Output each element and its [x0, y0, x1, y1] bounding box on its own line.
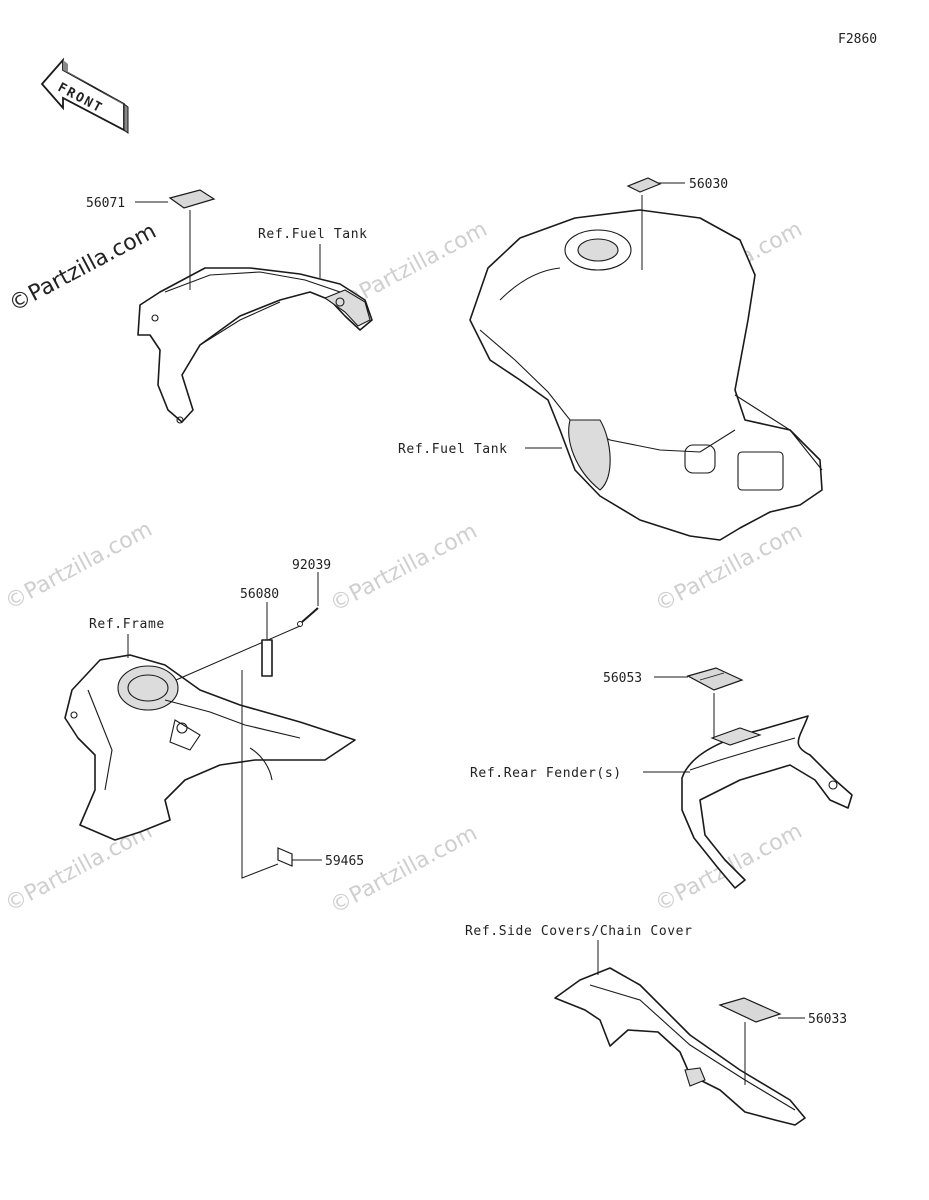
- sticker-56053: [686, 667, 744, 691]
- ref-frame: Ref.Frame: [89, 617, 165, 632]
- watermark: ©Partzilla.com: [326, 821, 481, 919]
- figure-code: F2860: [838, 32, 877, 47]
- part-number-56080: 56080: [240, 587, 279, 602]
- ref-fuel-tank-2: Ref.Fuel Tank: [398, 442, 508, 457]
- watermark: ©Partzilla.com: [1, 517, 156, 615]
- chain-cover: [554, 967, 806, 1126]
- part-number-92039: 92039: [292, 558, 331, 573]
- sticker-56033: [718, 997, 782, 1023]
- part-92039: [297, 607, 319, 627]
- sticker-56071: [168, 189, 216, 209]
- frame: [64, 654, 356, 841]
- watermark: ©Partzilla.com: [326, 519, 481, 617]
- sticker-56030: [626, 177, 662, 193]
- ref-side-covers: Ref.Side Covers/Chain Cover: [465, 924, 693, 939]
- part-number-56053: 56053: [603, 671, 642, 686]
- watermark-dark: ©Partzilla.com: [5, 219, 160, 317]
- ref-fuel-tank-1: Ref.Fuel Tank: [258, 227, 368, 242]
- fuel-tank: [469, 209, 823, 541]
- ref-rear-fender: Ref.Rear Fender(s): [470, 766, 622, 781]
- part-number-59465: 59465: [325, 854, 364, 869]
- part-56080: [261, 639, 273, 677]
- part-number-56033: 56033: [808, 1012, 847, 1027]
- part-number-56071: 56071: [86, 196, 125, 211]
- part-number-56030: 56030: [689, 177, 728, 192]
- sticker-59465: [277, 847, 293, 867]
- fuel-tank-bracket: [137, 267, 373, 424]
- rear-fender: [681, 715, 853, 889]
- front-arrow-icon: FRONT: [40, 57, 129, 134]
